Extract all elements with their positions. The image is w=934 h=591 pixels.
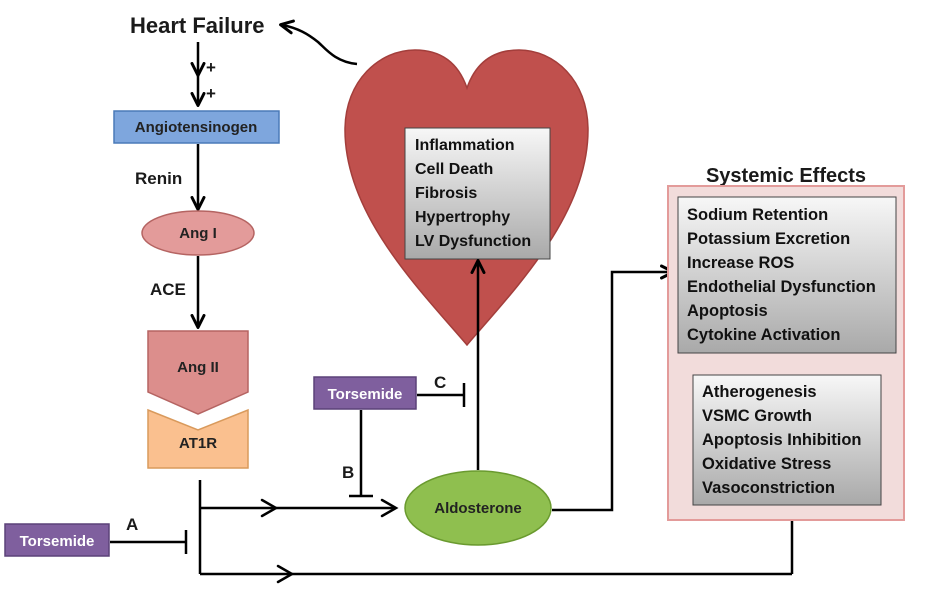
ang1-node	[141, 210, 255, 256]
systemic-item: Potassium Excretion	[687, 230, 850, 248]
torsemide-label-upper: Torsemide	[328, 386, 403, 403]
systemic-item: Vasoconstriction	[702, 479, 835, 497]
plus-sign: +	[206, 58, 216, 77]
aldo-to-systemic-arrow	[552, 264, 675, 512]
at1r-node	[147, 408, 249, 469]
heart-effect-item: Hypertrophy	[415, 209, 510, 226]
systemic-box-1	[677, 196, 897, 354]
aldosterone-label: Aldosterone	[434, 500, 522, 517]
inhibit-b-label: B	[342, 463, 354, 482]
aldosterone-node	[404, 470, 552, 546]
systemic-item: VSMC Growth	[702, 407, 812, 425]
systemic-item: Sodium Retention	[687, 206, 828, 224]
torsemide-box-upper	[313, 376, 417, 410]
angiotensinogen-label: Angiotensinogen	[135, 119, 258, 136]
heart-effects-box	[404, 127, 551, 260]
systemic-list-1: Sodium Retention Potassium Excretion Inc…	[687, 206, 876, 344]
systemic-title: Systemic Effects	[706, 165, 866, 187]
heart-failure-title: Heart Failure	[130, 13, 265, 38]
ang2-label: Ang II	[177, 359, 219, 376]
plus-sign: +	[206, 84, 216, 103]
systemic-item: Atherogenesis	[702, 383, 817, 401]
bottom-arrowhead	[276, 564, 295, 584]
systemic-item: Cytokine Activation	[687, 326, 840, 344]
systemic-box-2	[692, 374, 882, 506]
inhibit-c-label: C	[434, 373, 446, 392]
inhibit-a-label: A	[126, 515, 138, 534]
systemic-item: Apoptosis	[687, 302, 768, 320]
ang1-label: Ang I	[179, 225, 217, 242]
torsemide-label-lower: Torsemide	[20, 533, 95, 550]
angiotensinogen-box	[113, 110, 280, 144]
renin-label: Renin	[135, 169, 182, 188]
systemic-item: Increase ROS	[687, 254, 794, 272]
mid-arrowhead	[260, 498, 279, 518]
at1r-label: AT1R	[179, 435, 217, 452]
heart-effect-item: Cell Death	[415, 161, 493, 178]
end-arrowhead-aldo	[380, 498, 399, 518]
heart-effect-item: Inflammation	[415, 137, 515, 154]
systemic-item: Endothelial Dysfunction	[687, 278, 876, 296]
torsemide-box-lower	[4, 523, 110, 557]
ang2-node	[147, 330, 249, 415]
heart-to-title-arrow	[279, 19, 358, 66]
ace-label: ACE	[150, 280, 186, 299]
systemic-list-2: Atherogenesis VSMC Growth Apoptosis Inhi…	[702, 383, 861, 497]
heart-effects-list: Inflammation Cell Death Fibrosis Hypertr…	[415, 137, 531, 250]
systemic-item: Apoptosis Inhibition	[702, 431, 861, 449]
heart-effect-item: LV Dysfunction	[415, 233, 531, 250]
heart-effect-item: Fibrosis	[415, 185, 477, 202]
systemic-item: Oxidative Stress	[702, 455, 831, 473]
